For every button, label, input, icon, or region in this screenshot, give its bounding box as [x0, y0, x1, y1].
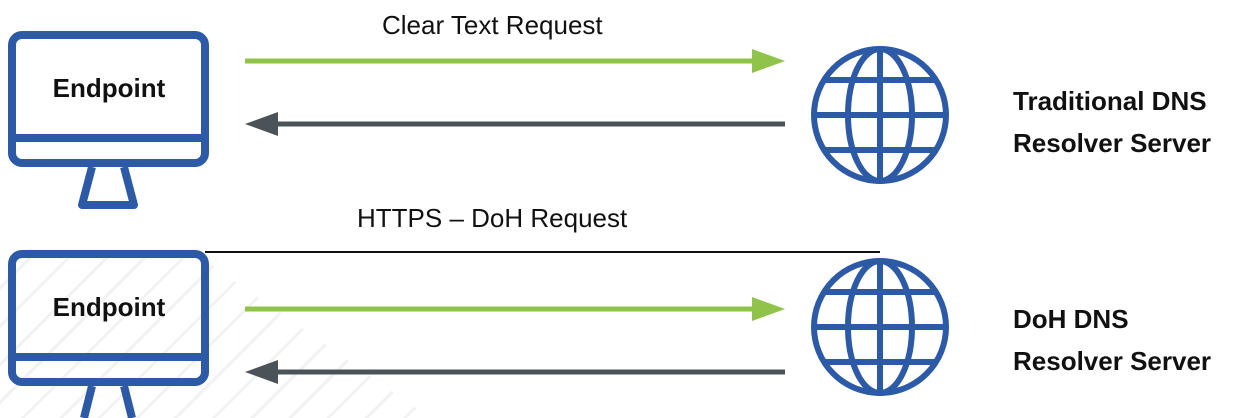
response-arrow-bottom: [245, 360, 785, 384]
request-arrow-top: [245, 49, 785, 73]
clear-text-request-label: Clear Text Request: [382, 10, 603, 40]
server-label-line1: Traditional DNS: [1013, 86, 1207, 116]
endpoint-monitor-icon-top: [8, 31, 209, 209]
traditional-dns-server-label: Traditional DNS Resolver Server: [1013, 80, 1211, 164]
endpoint-label-bottom: Endpoint: [52, 292, 166, 322]
server-label-line2: Resolver Server: [1013, 346, 1212, 376]
endpoint-label-top: Endpoint: [52, 73, 166, 103]
server-label-line1: DoH DNS: [1013, 304, 1129, 334]
server-label-line2: Resolver Server: [1013, 128, 1212, 158]
globe-icon-top: [811, 46, 949, 184]
https-doh-request-label: HTTPS – DoH Request: [357, 203, 628, 233]
endpoint-monitor-icon-bottom: [8, 250, 209, 418]
globe-icon-bottom: [811, 258, 949, 396]
doh-dns-server-label: DoH DNS Resolver Server: [1013, 298, 1211, 382]
request-arrow-bottom: [245, 297, 785, 321]
response-arrow-top: [245, 112, 785, 136]
